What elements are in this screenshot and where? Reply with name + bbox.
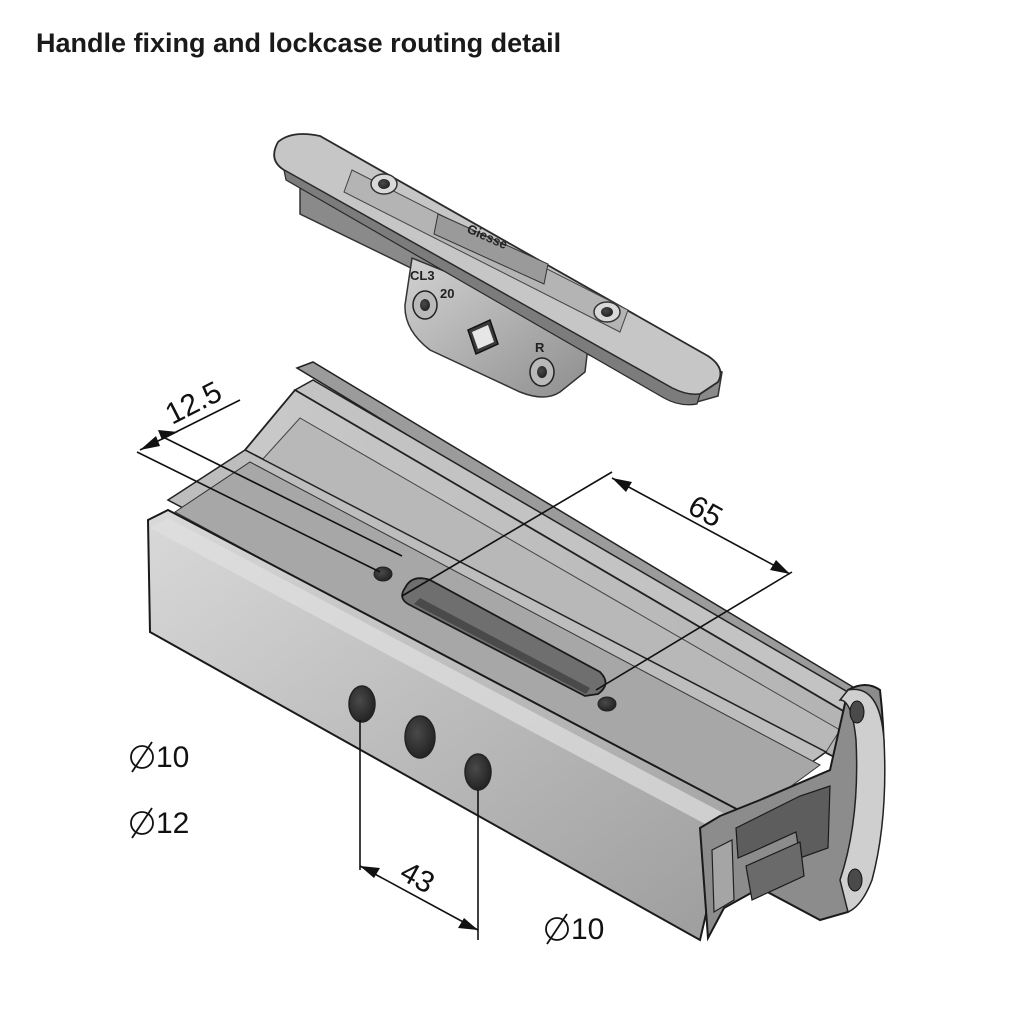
dim-slot-length-label: 65 xyxy=(683,489,728,534)
keep-hand-mark: R xyxy=(535,340,545,355)
profile-end-section xyxy=(698,684,886,942)
front-hole-upper xyxy=(348,685,376,723)
dim-hole-spacing-label: 43 xyxy=(395,855,440,900)
diameter-middle-label: 12 xyxy=(156,807,189,840)
keep-size-mark: 20 xyxy=(440,286,454,301)
lock-keep-plate: Giesse CL3 20 R xyxy=(273,133,723,406)
front-hole-middle xyxy=(404,715,436,759)
diameter-callout-middle: 12 xyxy=(130,807,189,840)
diameter-callout-upper: 10 xyxy=(130,741,189,774)
diameter-upper-label: 10 xyxy=(156,741,189,774)
aluminium-profile xyxy=(146,361,886,942)
front-hole-lower xyxy=(464,753,492,791)
fixing-hole-top xyxy=(373,566,393,582)
dimension-hole-spacing: 43 xyxy=(359,720,479,940)
page-title: Handle fixing and lockcase routing detai… xyxy=(36,28,562,58)
diameter-callout-lower: 10 xyxy=(545,913,604,946)
diameter-lower-label: 10 xyxy=(571,913,604,946)
fixing-hole-bottom xyxy=(597,696,617,712)
keep-model-mark: CL3 xyxy=(410,268,435,283)
